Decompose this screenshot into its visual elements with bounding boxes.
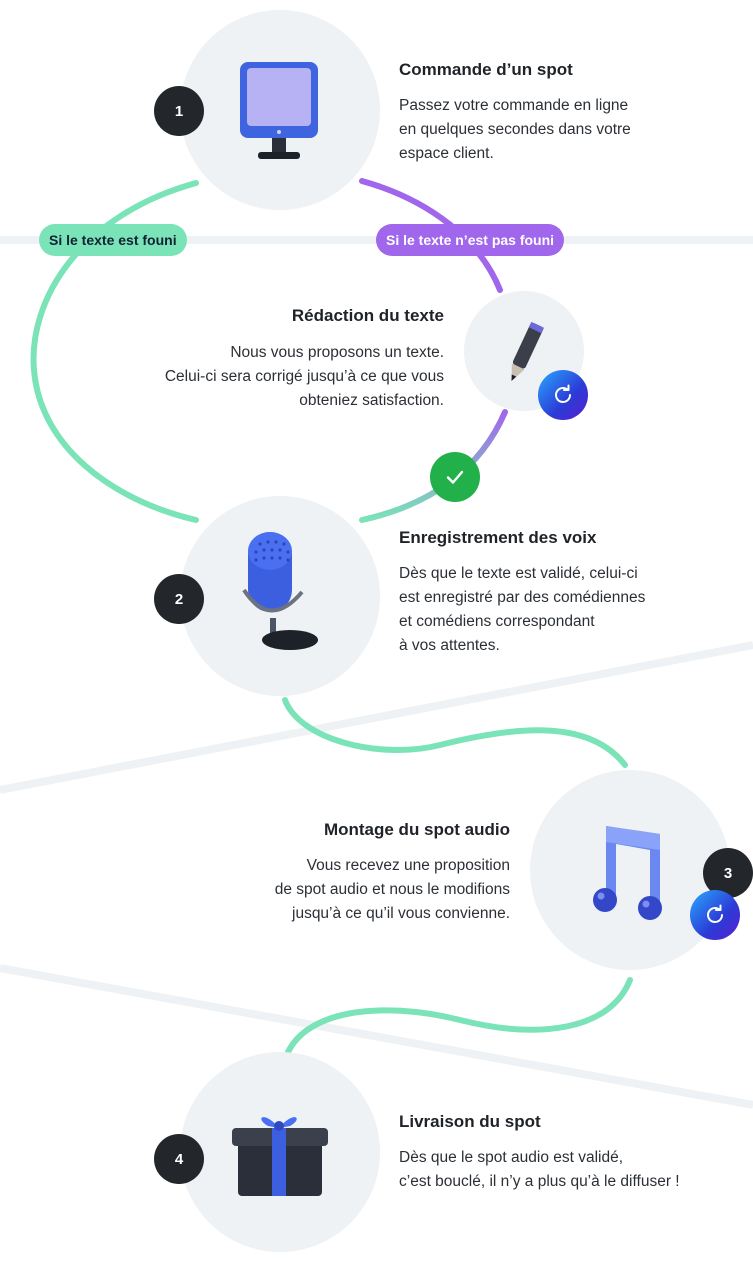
gift-box-icon xyxy=(228,1104,332,1205)
wave-path-3-4 xyxy=(282,977,633,1063)
description-line: Dès que le texte est validé, celui-ci xyxy=(399,565,638,582)
description-line: est enregistré par des comédiennes xyxy=(399,589,646,606)
branch-label-text-provided: Si le texte est founi xyxy=(39,224,187,256)
validated-check-icon xyxy=(430,452,480,502)
step-title: Rédaction du texte xyxy=(291,306,444,325)
description-line: espace client. xyxy=(399,145,494,162)
step-number-badge: 1 xyxy=(154,86,204,136)
step-description: Passez votre commande en ligne en quelqu… xyxy=(399,94,631,166)
microphone-icon xyxy=(240,530,324,659)
wave-path-2-3 xyxy=(282,697,628,768)
step-number-badge: 2 xyxy=(154,574,204,624)
step-number-badge: 3 xyxy=(703,848,753,898)
step-title: Montage du spot audio xyxy=(323,820,510,839)
description-line: Passez votre commande en ligne xyxy=(399,97,629,114)
step-title: Livraison du spot xyxy=(399,1112,541,1131)
revision-loop-icon xyxy=(690,890,740,940)
step-number-badge: 4 xyxy=(154,1134,204,1184)
step-description: Nous vous proposons un texte. Celui-ci s… xyxy=(165,341,444,413)
step-description: Vous recevez une proposition de spot aud… xyxy=(275,854,510,926)
step-description: Dès que le spot audio est validé, c’est … xyxy=(399,1146,680,1194)
purple-branch-path xyxy=(359,178,503,293)
revision-loop-icon xyxy=(538,370,588,420)
step-title: Commande d’un spot xyxy=(399,60,573,79)
description-line: c’est bouclé, il n’y a plus qu’à le diff… xyxy=(399,1173,680,1190)
description-line: de spot audio et nous le modifions xyxy=(274,881,510,898)
step-title: Enregistrement des voix xyxy=(399,528,597,547)
computer-monitor-icon xyxy=(238,60,320,169)
description-line: Celui-ci sera corrigé jusqu’à ce que vou… xyxy=(164,368,444,385)
music-note-icon xyxy=(592,820,666,929)
description-line: Dès que le spot audio est validé, xyxy=(399,1149,624,1166)
branch-label-text-not-provided: Si le texte n’est pas founi xyxy=(376,224,565,256)
green-branch-path xyxy=(30,180,199,523)
pencil-icon xyxy=(500,316,550,393)
step-description: Dès que le texte est validé, celui-ci es… xyxy=(399,562,645,658)
background-band xyxy=(0,964,753,1109)
description-line: obteniez satisfaction. xyxy=(299,392,444,409)
step-3-icon-circle xyxy=(530,770,730,970)
background-band xyxy=(0,641,753,794)
description-line: jusqu’à ce qu’il vous convienne. xyxy=(292,905,510,922)
description-line: Vous recevez une proposition xyxy=(306,857,510,874)
description-line: en quelques secondes dans votre xyxy=(399,121,631,138)
description-line: Nous vous proposons un texte. xyxy=(230,344,444,361)
description-line: et comédiens correspondant xyxy=(399,613,595,630)
description-line: à vos attentes. xyxy=(399,637,500,654)
